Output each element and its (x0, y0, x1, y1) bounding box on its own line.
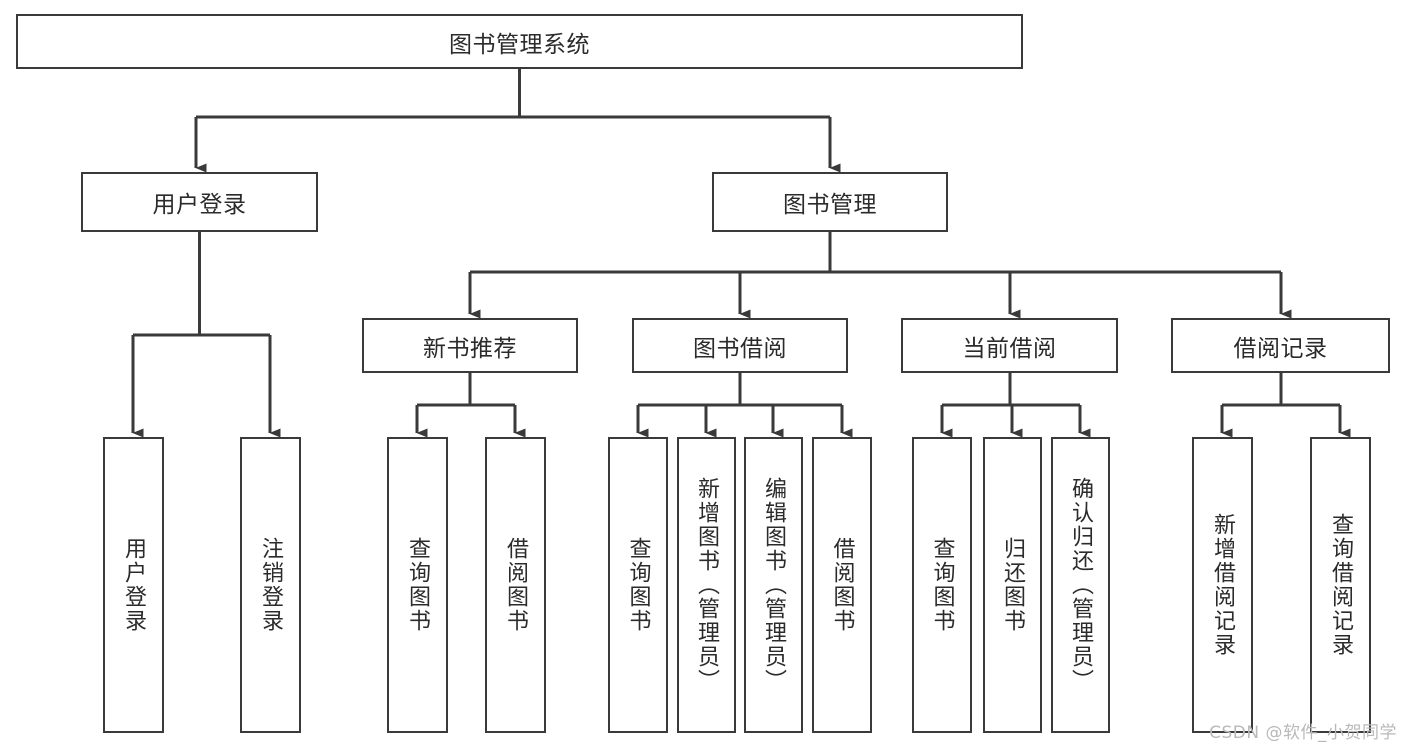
node-new-book-recommend[interactable]: 新书推荐 (362, 318, 578, 373)
node-label: 查询借阅记录 (1328, 513, 1354, 657)
watermark-text: CSDN @软件_小贺同学 (1209, 723, 1397, 743)
node-label: 注销登录 (258, 537, 284, 633)
node-label: 确认归还（管理员） (1068, 477, 1094, 693)
node-book-borrow[interactable]: 图书借阅 (632, 318, 848, 373)
node-label: 新书推荐 (423, 335, 517, 362)
node-user-login[interactable]: 用户登录 (81, 172, 318, 232)
leaf-add-book-admin[interactable]: 新增图书（管理员） (677, 437, 736, 733)
leaf-add-borrow-record[interactable]: 新增借阅记录 (1192, 437, 1253, 733)
leaf-confirm-return-admin[interactable]: 确认归还（管理员） (1051, 437, 1110, 733)
node-label: 借阅图书 (829, 537, 855, 633)
node-label: 用户登录 (152, 192, 247, 218)
leaf-return-book[interactable]: 归还图书 (983, 437, 1042, 733)
node-label: 查询图书 (929, 537, 955, 633)
leaf-borrow-book-recommend[interactable]: 借阅图书 (485, 437, 546, 733)
leaf-user-login[interactable]: 用户登录 (103, 437, 164, 733)
node-current-borrow[interactable]: 当前借阅 (901, 318, 1118, 373)
node-root-system[interactable]: 图书管理系统 (16, 14, 1023, 69)
node-label: 图书借阅 (693, 335, 787, 362)
node-label: 归还图书 (1000, 537, 1026, 633)
leaf-user-logout[interactable]: 注销登录 (240, 437, 301, 733)
node-label: 查询图书 (625, 537, 651, 633)
leaf-query-book-borrow[interactable]: 查询图书 (608, 437, 668, 733)
node-label: 用户登录 (121, 537, 147, 633)
node-label: 新增借阅记录 (1210, 513, 1236, 657)
node-label: 新增图书（管理员） (694, 477, 720, 693)
leaf-query-borrow-record[interactable]: 查询借阅记录 (1310, 437, 1371, 733)
leaf-query-book-current[interactable]: 查询图书 (912, 437, 972, 733)
node-label: 图书管理系统 (449, 31, 590, 58)
node-label: 借阅记录 (1233, 335, 1328, 362)
leaf-query-book-recommend[interactable]: 查询图书 (387, 437, 448, 733)
node-label: 借阅图书 (503, 537, 529, 633)
leaf-edit-book-admin[interactable]: 编辑图书（管理员） (744, 437, 803, 733)
node-book-manage[interactable]: 图书管理 (712, 172, 948, 232)
node-label: 编辑图书（管理员） (761, 477, 787, 693)
leaf-borrow-book[interactable]: 借阅图书 (812, 437, 872, 733)
node-label: 图书管理 (783, 192, 877, 218)
node-label: 查询图书 (405, 537, 431, 633)
node-borrow-record[interactable]: 借阅记录 (1171, 318, 1390, 373)
node-label: 当前借阅 (962, 335, 1057, 362)
